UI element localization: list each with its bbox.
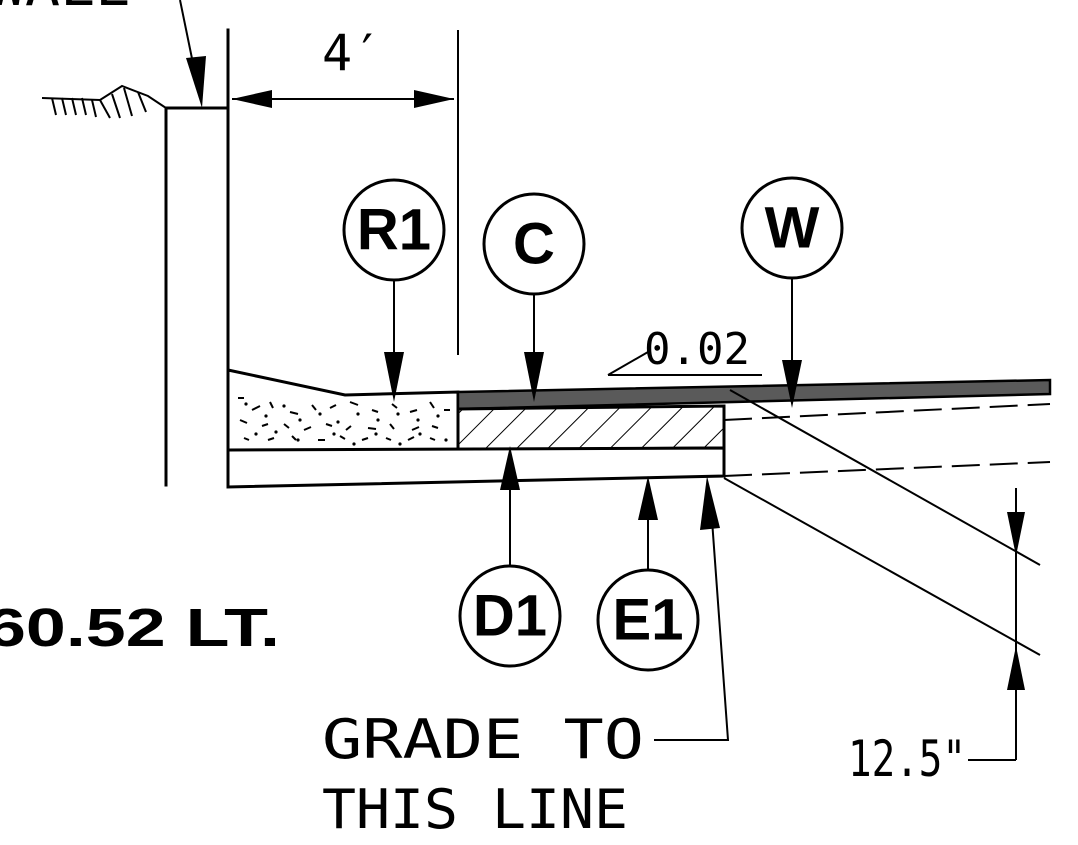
base-course	[456, 404, 726, 452]
dimension-4ft-text: 4′	[322, 24, 382, 82]
wall-leader	[179, 0, 206, 108]
asphalt-surface-course	[456, 378, 1052, 411]
grade-note-line1: GRADE TO	[322, 708, 644, 771]
dimension-4ft: 4′	[232, 24, 459, 355]
retaining-wall	[164, 28, 230, 487]
callout-c: C	[482, 192, 586, 402]
callout-r1: R1	[342, 178, 446, 402]
callout-w: W	[740, 176, 844, 408]
concrete-section	[226, 368, 460, 452]
callout-d1: D1	[458, 446, 562, 668]
subbase-course	[226, 446, 726, 489]
callout-r1-text: R1	[357, 198, 431, 263]
grade-leader	[654, 476, 730, 741]
depth-dimension-text: 12.5"	[848, 730, 966, 788]
wall-label: WALL	[0, 0, 130, 19]
callout-e1-text: E1	[613, 588, 684, 653]
callout-c-text: C	[513, 212, 555, 277]
grade-note-line2: THIS LINE	[322, 778, 628, 841]
callout-e1: E1	[596, 476, 700, 672]
natural-ground-symbol	[41, 84, 167, 119]
slope-text: 0.02	[644, 324, 750, 375]
depth-dimension: 12.5"	[848, 488, 1025, 788]
dashed-layer-line-upper	[723, 403, 1051, 421]
slope-line-upper	[729, 389, 1041, 566]
callout-w-text: W	[765, 196, 820, 261]
station-offset-text: 60.52 LT.	[0, 598, 280, 658]
dashed-layer-line-lower	[723, 461, 1051, 477]
slope-line-lower	[723, 477, 1041, 656]
slope-annotation: 0.02	[607, 324, 762, 376]
callout-d1-text: D1	[473, 584, 547, 649]
